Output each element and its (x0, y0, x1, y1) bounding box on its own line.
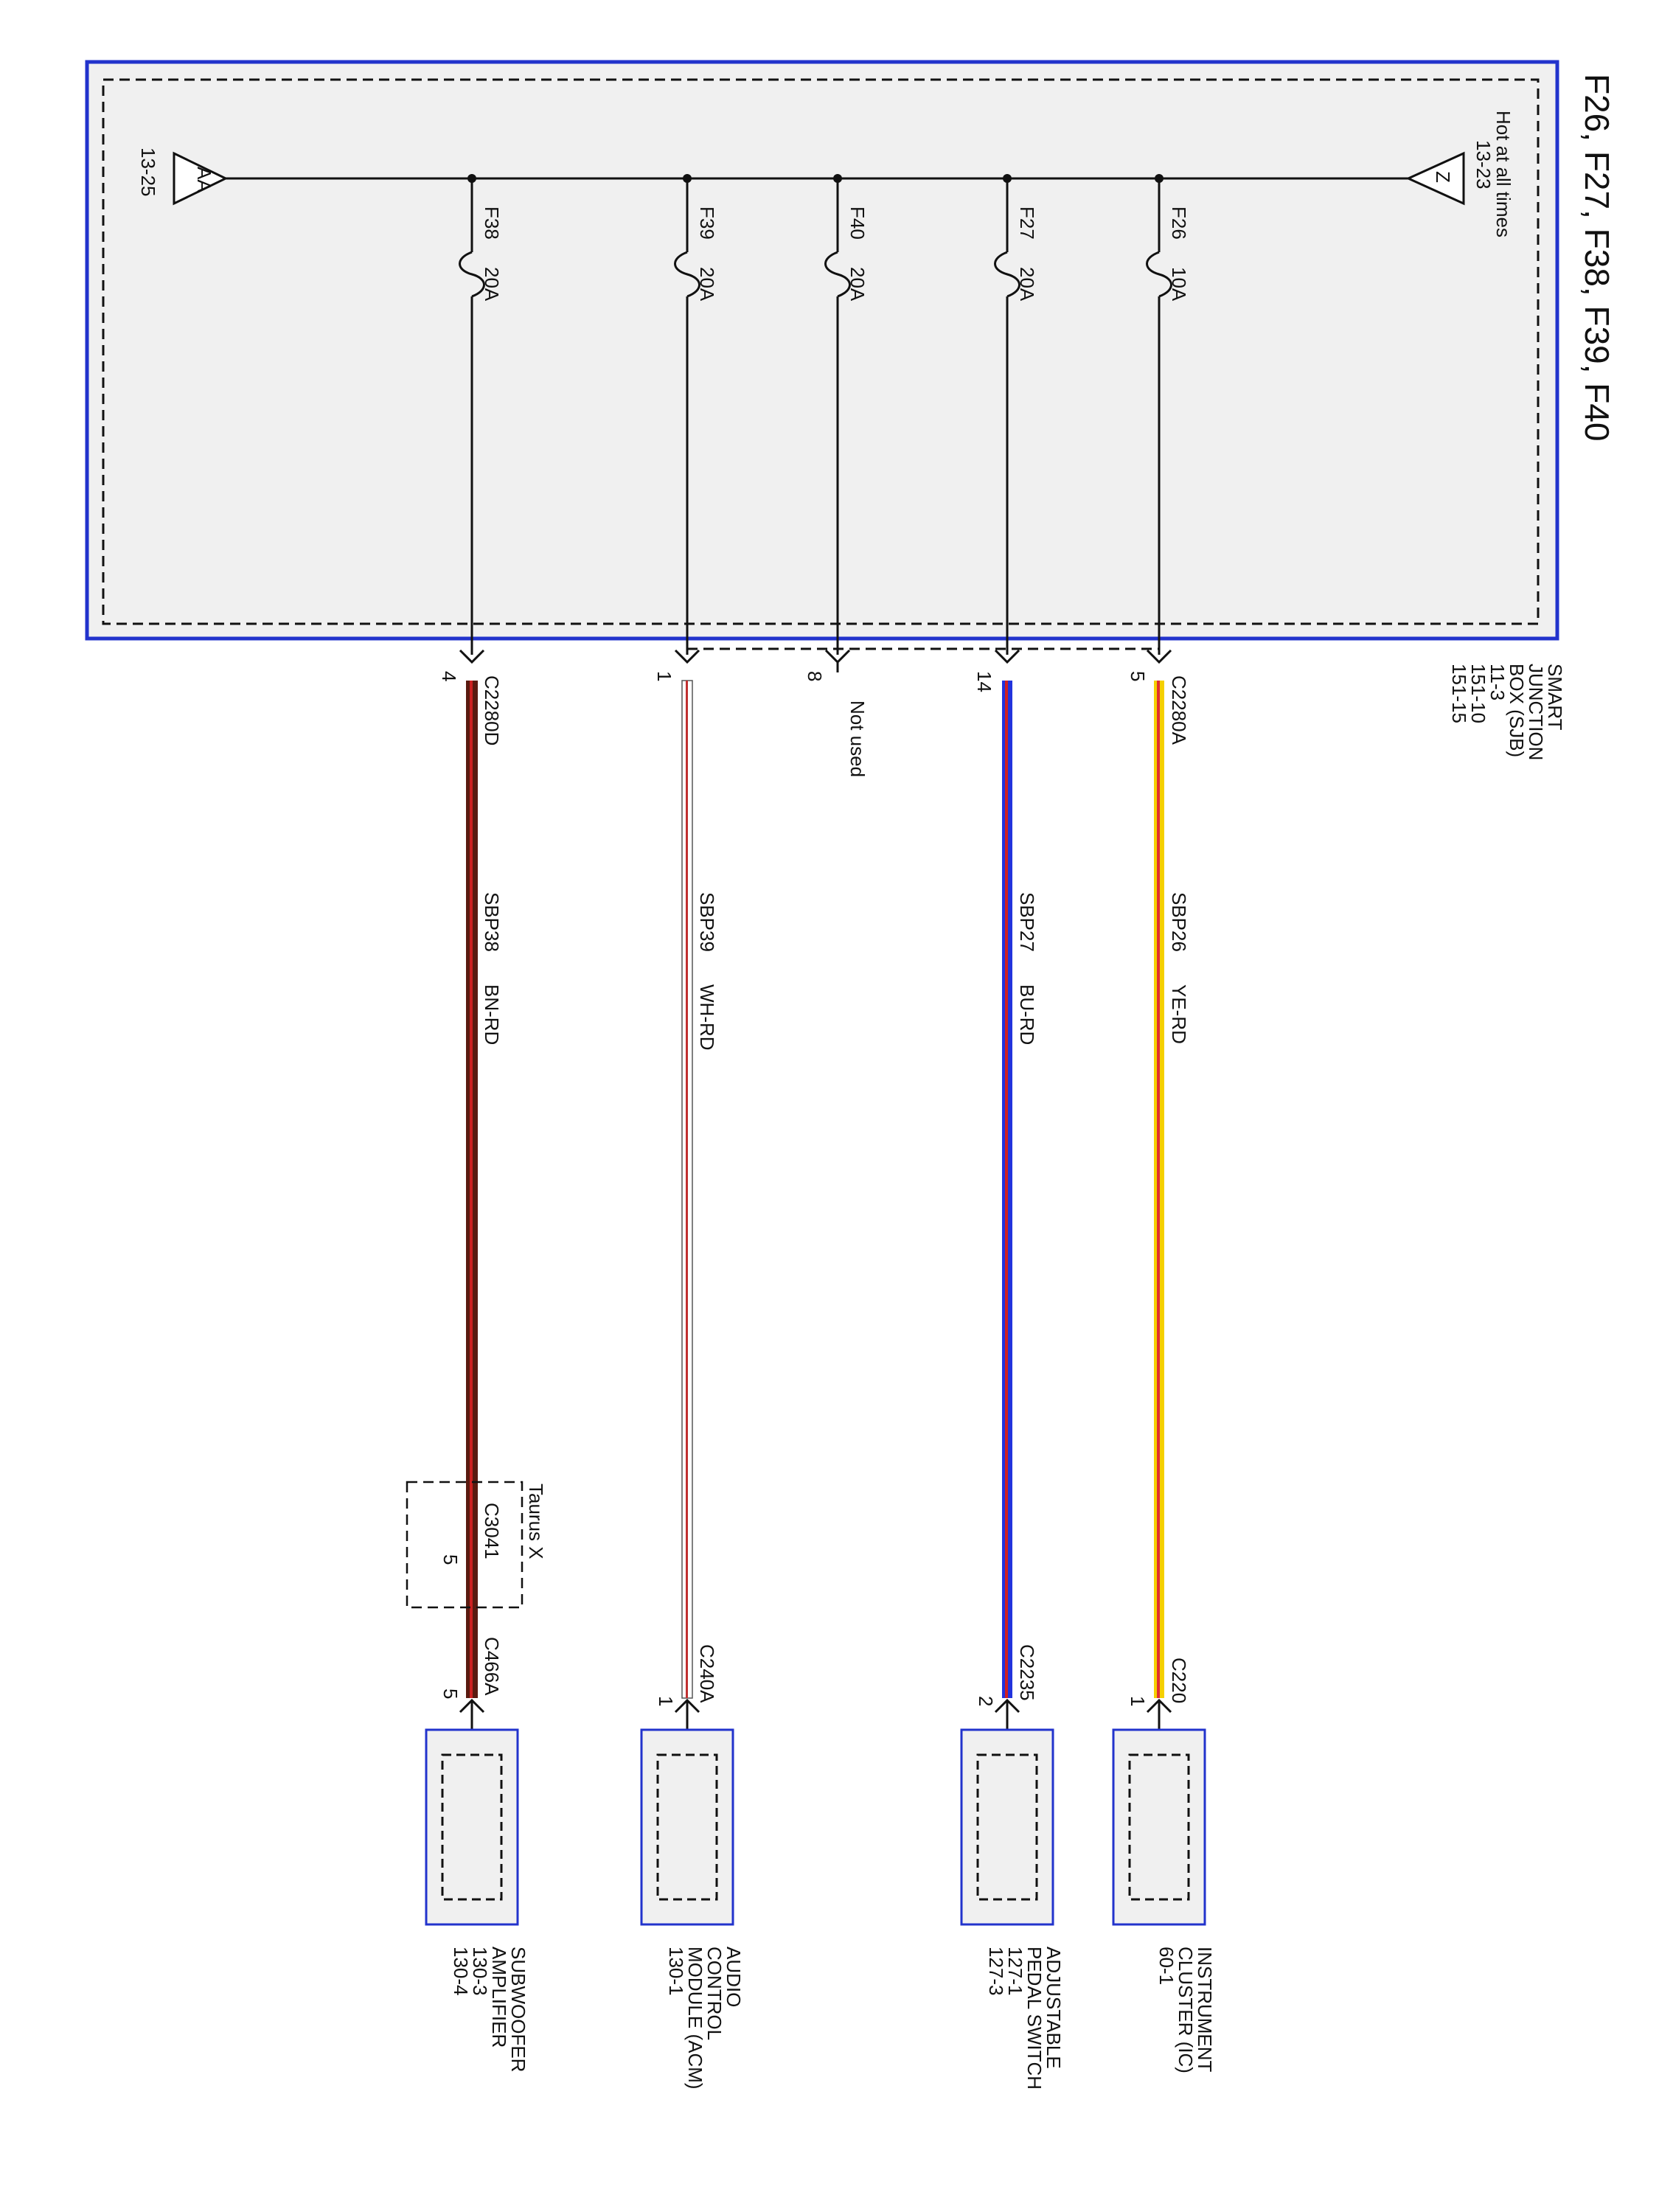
fuse-rating-f27: 20A (1016, 267, 1038, 302)
component-label-ic: INSTRUMENT CLUSTER (IC) 60-1 (1155, 1947, 1216, 2073)
component-audio-control-module (640, 1728, 734, 1926)
not-used-label: Not used (846, 700, 869, 777)
fuse-rating-f40: 20A (846, 267, 869, 302)
fuse-name-f38: F38 (481, 206, 503, 240)
hot-at-all-times-label: Hot at all times (1492, 111, 1514, 237)
connector-c3041: C3041 (481, 1503, 503, 1559)
sjb-line-6: 151-15 (1448, 664, 1470, 723)
connector-c466a: C466A (481, 1637, 503, 1696)
pin-c3041: 5 (439, 1554, 462, 1565)
sjb-line-3: BOX (SJB) (1506, 664, 1528, 757)
connector-c2280d: C2280D (481, 675, 503, 745)
pin-f38: 4 (438, 671, 460, 681)
fuse-name-f40: F40 (846, 206, 869, 240)
color-code-wh-rd: WH-RD (696, 984, 718, 1051)
pin-c466a: 5 (439, 1688, 462, 1699)
hot-ref: 13-23 (1472, 140, 1495, 189)
sjb-label: SMART JUNCTION BOX (SJB) 11-3 151-10 151… (1448, 664, 1566, 760)
pedal-line-2: PEDAL SWITCH (1023, 1947, 1046, 2090)
fuse-name-f26: F26 (1168, 206, 1190, 240)
continuation-tag-aa: AA (193, 167, 215, 192)
connector-chevron-f38 (459, 649, 485, 664)
component-label-subwoofer: SUBWOOFER AMPLIFIER 130-3 130-4 (450, 1947, 529, 2072)
connector-c220: C220 (1168, 1658, 1190, 1703)
color-code-bu-rd: BU-RD (1016, 984, 1038, 1045)
source-triangle-z (1405, 151, 1465, 206)
source-tag-z: Z (1432, 171, 1454, 183)
connector-c240a: C240A (696, 1644, 718, 1703)
acm-line-4: 130-1 (665, 1947, 687, 1996)
pedal-line-3: 127-1 (1004, 1947, 1026, 1996)
color-code-bn-rd: BN-RD (481, 984, 503, 1045)
circuit-sbp39: SBP39 (696, 892, 718, 952)
fuse-symbol-f39 (674, 251, 700, 298)
pin-f26: 5 (1127, 671, 1149, 681)
sub-line-1: SUBWOOFER (507, 1947, 529, 2072)
fuse-rating-f26: 10A (1168, 267, 1190, 302)
connector-chevron-f27 (994, 649, 1020, 664)
connector-chevron-f39 (674, 649, 700, 664)
pedal-line-4: 127-3 (985, 1947, 1007, 1996)
sjb-line-1: SMART (1544, 664, 1566, 731)
fuse-rating-f38: 20A (481, 267, 503, 302)
wire-stripe-sbp39 (686, 681, 688, 1698)
fuse-name-f27: F27 (1016, 206, 1038, 240)
acm-line-3: MODULE (ACM) (684, 1947, 706, 2090)
circuit-sbp26: SBP26 (1168, 892, 1190, 952)
ic-line-3: 60-1 (1155, 1947, 1178, 1985)
connector-c2280a: C2280A (1168, 675, 1190, 745)
component-label-pedal: ADJUSTABLE PEDAL SWITCH 127-1 127-3 (985, 1947, 1065, 2090)
sjb-line-5: 151-10 (1467, 664, 1489, 723)
continuation-ref-aa: 13-25 (137, 147, 159, 197)
fuse-symbol-f26 (1146, 251, 1172, 298)
component-label-acm: AUDIO CONTROL MODULE (ACM) 130-1 (665, 1947, 745, 2090)
fuse-name-f39: F39 (696, 206, 718, 240)
sjb-line-4: 11-3 (1486, 664, 1509, 700)
inline-option-box (406, 1481, 524, 1609)
component-adjustable-pedal-switch (960, 1728, 1054, 1926)
sub-line-2: AMPLIFIER (488, 1947, 510, 2048)
component-subwoofer-amplifier (425, 1728, 519, 1926)
sub-line-3: 130-3 (469, 1947, 491, 1996)
wire-stripe-sbp26 (1157, 681, 1160, 1698)
acm-line-1: AUDIO (723, 1947, 745, 2007)
pin-c2235: 2 (975, 1696, 997, 1706)
sjb-inner-dashed (102, 78, 1540, 625)
wire-stripe-sbp38 (470, 681, 473, 1698)
pin-c220: 1 (1127, 1696, 1149, 1706)
ic-line-1: INSTRUMENT (1194, 1947, 1216, 2073)
fuse-rating-f39: 20A (696, 267, 718, 302)
pin-f27: 14 (973, 671, 995, 692)
fuse-symbol-f38 (459, 251, 485, 298)
acm-line-2: CONTROL (703, 1947, 726, 2040)
inline-option-label: Taurus X (525, 1484, 547, 1559)
fuse-symbol-f27 (994, 251, 1020, 298)
component-instrument-cluster (1112, 1728, 1206, 1926)
pedal-line-1: ADJUSTABLE (1043, 1947, 1065, 2069)
pin-f40: 8 (804, 671, 826, 681)
circuit-sbp27: SBP27 (1016, 892, 1038, 952)
sub-line-4: 130-4 (450, 1947, 472, 1996)
circuit-sbp38: SBP38 (481, 892, 503, 952)
pin-c240a: 1 (655, 1696, 677, 1706)
sjb-line-2: JUNCTION (1525, 664, 1547, 760)
wire-stripe-sbp27 (1005, 681, 1008, 1698)
connector-chevron-f26 (1146, 649, 1172, 664)
sjb-box (85, 60, 1559, 641)
color-code-ye-rd: YE-RD (1168, 984, 1190, 1044)
fuse-symbol-f40 (824, 251, 851, 298)
ic-line-2: CLUSTER (IC) (1175, 1947, 1197, 2073)
connector-c2235: C2235 (1016, 1644, 1038, 1701)
pin-f39: 1 (653, 671, 675, 681)
diagram-title: F26, F27, F38, F39, F40 (1578, 74, 1616, 442)
continuation-triangle-aa (173, 151, 229, 206)
